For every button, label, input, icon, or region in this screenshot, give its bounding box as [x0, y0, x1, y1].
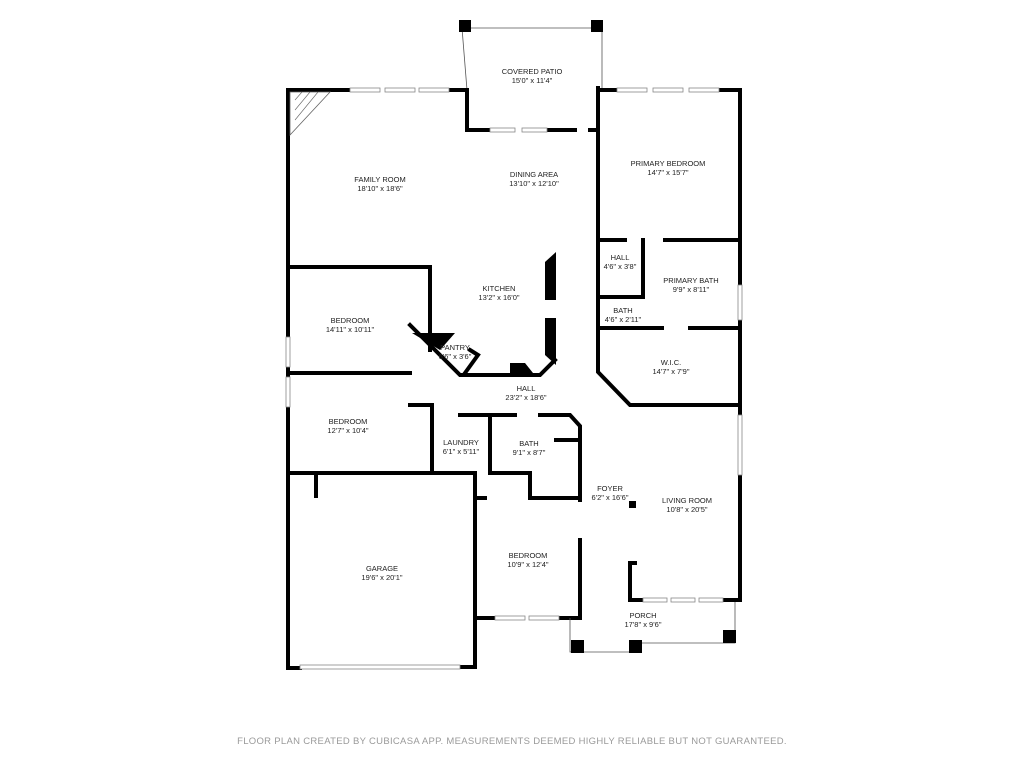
room-name: DINING AREA	[509, 170, 559, 179]
room-name: FOYER	[597, 484, 623, 493]
room-name: GARAGE	[365, 564, 399, 573]
room-label-wic: W.I.C.14'7" x 7'9"	[653, 358, 690, 376]
room-size: 4'6" x 2'11"	[604, 315, 642, 324]
room-size: 19'6" x 20'1"	[361, 573, 403, 582]
room-name: PRIMARY BEDROOM	[630, 159, 706, 168]
kitchen-counters	[412, 252, 556, 376]
room-size: 14'7" x 7'9"	[652, 367, 690, 376]
footer-disclaimer: FLOOR PLAN CREATED BY CUBICASA APP. MEAS…	[237, 736, 787, 747]
room-name: BATH	[519, 439, 539, 448]
room-size: 17'8" x 9'6"	[624, 620, 662, 629]
room-name: PANTRY	[440, 343, 470, 352]
windows	[285, 87, 743, 670]
room-size: 15'0" x 11'4"	[511, 76, 553, 85]
room-name: KITCHEN	[482, 284, 516, 293]
room-name: FAMILY ROOM	[354, 175, 406, 184]
room-size: 12'7" x 10'4"	[327, 426, 369, 435]
room-size: 13'10" x 12'10"	[509, 179, 559, 188]
room-size: 14'11" x 10'11"	[325, 325, 375, 334]
room-name: BEDROOM	[328, 417, 368, 426]
room-size: 6'2" x 16'6"	[591, 493, 629, 502]
room-name: BEDROOM	[508, 551, 548, 560]
room-size: 13'2" x 16'0"	[478, 293, 520, 302]
room-size: 4'6" x 3'8"	[603, 262, 637, 271]
porch-outline	[569, 501, 736, 653]
room-size: 23'2" x 18'6"	[505, 393, 547, 402]
room-name: LIVING ROOM	[661, 496, 713, 505]
room-name: BEDROOM	[330, 316, 370, 325]
room-name: W.I.C.	[660, 358, 682, 367]
room-name: PORCH	[629, 611, 657, 620]
room-name: HALL	[516, 384, 536, 393]
room-size: 9'9" x 8'11"	[672, 285, 710, 294]
room-name: LAUNDRY	[443, 438, 479, 447]
room-size: 10'9" x 12'4"	[507, 560, 549, 569]
covered-patio-outline	[459, 20, 603, 91]
room-size: 9'1" x 8'7"	[512, 448, 546, 457]
room-size: 18'10" x 18'6"	[357, 184, 403, 193]
room-size: 14'7" x 15'7"	[647, 168, 689, 177]
interior-walls	[286, 128, 742, 562]
room-name: BATH	[613, 306, 633, 315]
room-size: 6'6" x 3'6"	[438, 352, 472, 361]
fireplace	[289, 91, 331, 137]
room-name: PRIMARY BATH	[663, 276, 719, 285]
room-size: 10'8" x 20'5"	[666, 505, 708, 514]
room-name: COVERED PATIO	[501, 67, 563, 76]
room-name: HALL	[610, 253, 630, 262]
room-size: 6'1" x 5'11"	[442, 447, 480, 456]
exterior-walls	[286, 86, 742, 670]
